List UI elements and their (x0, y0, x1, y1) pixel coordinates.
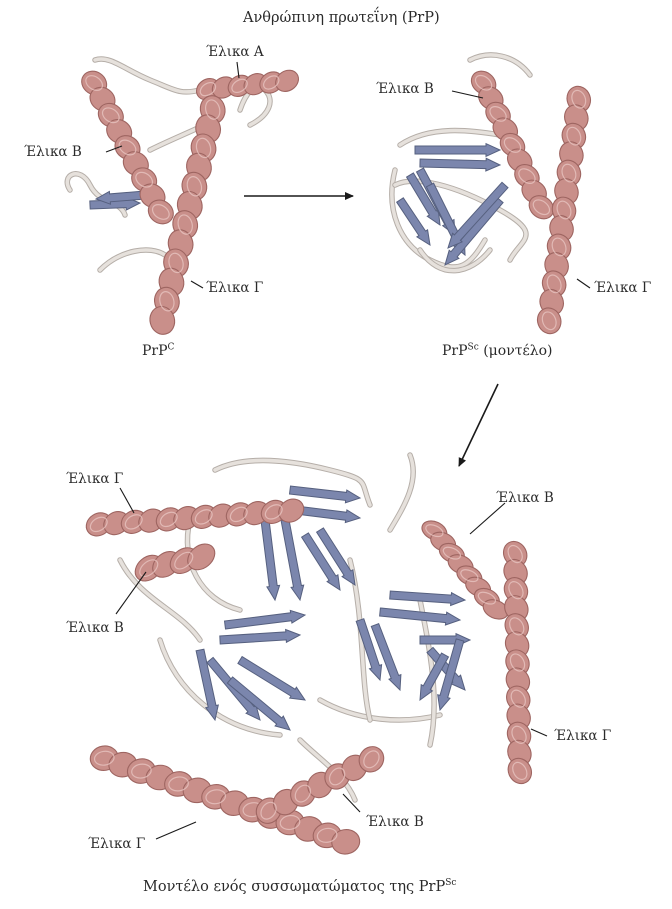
label-prpc-helix-g: Έλικα Γ (206, 282, 263, 296)
leader-agg-helix-g-top (120, 488, 134, 513)
prpc-coil-4 (100, 250, 165, 270)
aggregation-arrow-down (459, 384, 498, 466)
agg-helix-b-left (130, 539, 220, 587)
label-prpc-helix-a: Έλικα Α (206, 46, 264, 60)
prpsc-strand-2 (420, 158, 500, 171)
label-agg-helix-b-right: Έλικα Β (496, 492, 554, 506)
agg-helix-b-right (419, 517, 511, 623)
agg-strand-3 (261, 520, 280, 601)
caption-prpc: PrPC (142, 344, 174, 358)
agg-strand-5 (302, 533, 340, 590)
label-agg-helix-g-bottom: Έλικα Γ (88, 838, 145, 852)
caption-aggregate-base: Μοντέλο ενός συσσωματώματος της PrP (143, 879, 445, 895)
caption-prpsc-sup: Sc (468, 342, 479, 352)
caption-prpc-sup: C (168, 342, 175, 352)
prpsc-strand-1 (415, 144, 500, 157)
agg-coil-6 (390, 455, 413, 530)
alpha-helices (77, 66, 594, 856)
agg-strand-7 (225, 610, 306, 629)
leader-agg-helix-g-right (531, 729, 547, 736)
agg-strand-8 (220, 630, 300, 645)
caption-prpc-base: PrP (142, 343, 168, 359)
label-agg-helix-g-right: Έλικα Γ (554, 730, 611, 744)
label-prpsc-helix-b: Έλικα Β (376, 83, 434, 97)
label-prpc-helix-b: Έλικα Β (24, 146, 82, 160)
caption-aggregate-sup: Sc (445, 878, 456, 888)
figure-title: Ανθρώπινη πρωτεΐνη (PrP) (243, 11, 440, 26)
caption-aggregate: Μοντέλο ενός συσσωματώματος της PrPSc (143, 880, 456, 895)
agg-strand-1 (290, 486, 361, 503)
label-prpsc-helix-g: Έλικα Γ (594, 282, 651, 296)
agg-coil-3 (160, 640, 280, 735)
label-agg-helix-b-left: Έλικα Β (66, 622, 124, 636)
caption-prpsc-base: PrP (442, 343, 468, 359)
leader-prpsc-helix-g (577, 279, 590, 288)
leader-prpc-helix-g (191, 281, 203, 288)
agg-coil-4 (320, 700, 440, 720)
leader-agg-helix-g-bottom (156, 822, 196, 839)
beta-strands (90, 144, 508, 730)
caption-prpsc: PrPSc (μοντέλο) (442, 344, 552, 358)
agg-strand-4 (281, 519, 304, 600)
prpc-coil-2 (95, 59, 200, 92)
label-agg-helix-g-top: Έλικα Γ (66, 473, 123, 487)
agg-helix-g-top (82, 495, 308, 541)
agg-helix-g-right (499, 537, 536, 788)
label-agg-helix-b-bottom: Έλικα Β (366, 816, 424, 830)
prpsc-coil-2 (400, 131, 500, 145)
leader-agg-helix-b-right (470, 503, 505, 534)
caption-prpsc-rest: (μοντέλο) (479, 343, 553, 359)
agg-strand-13 (390, 591, 465, 606)
agg-strand-20 (438, 639, 464, 710)
